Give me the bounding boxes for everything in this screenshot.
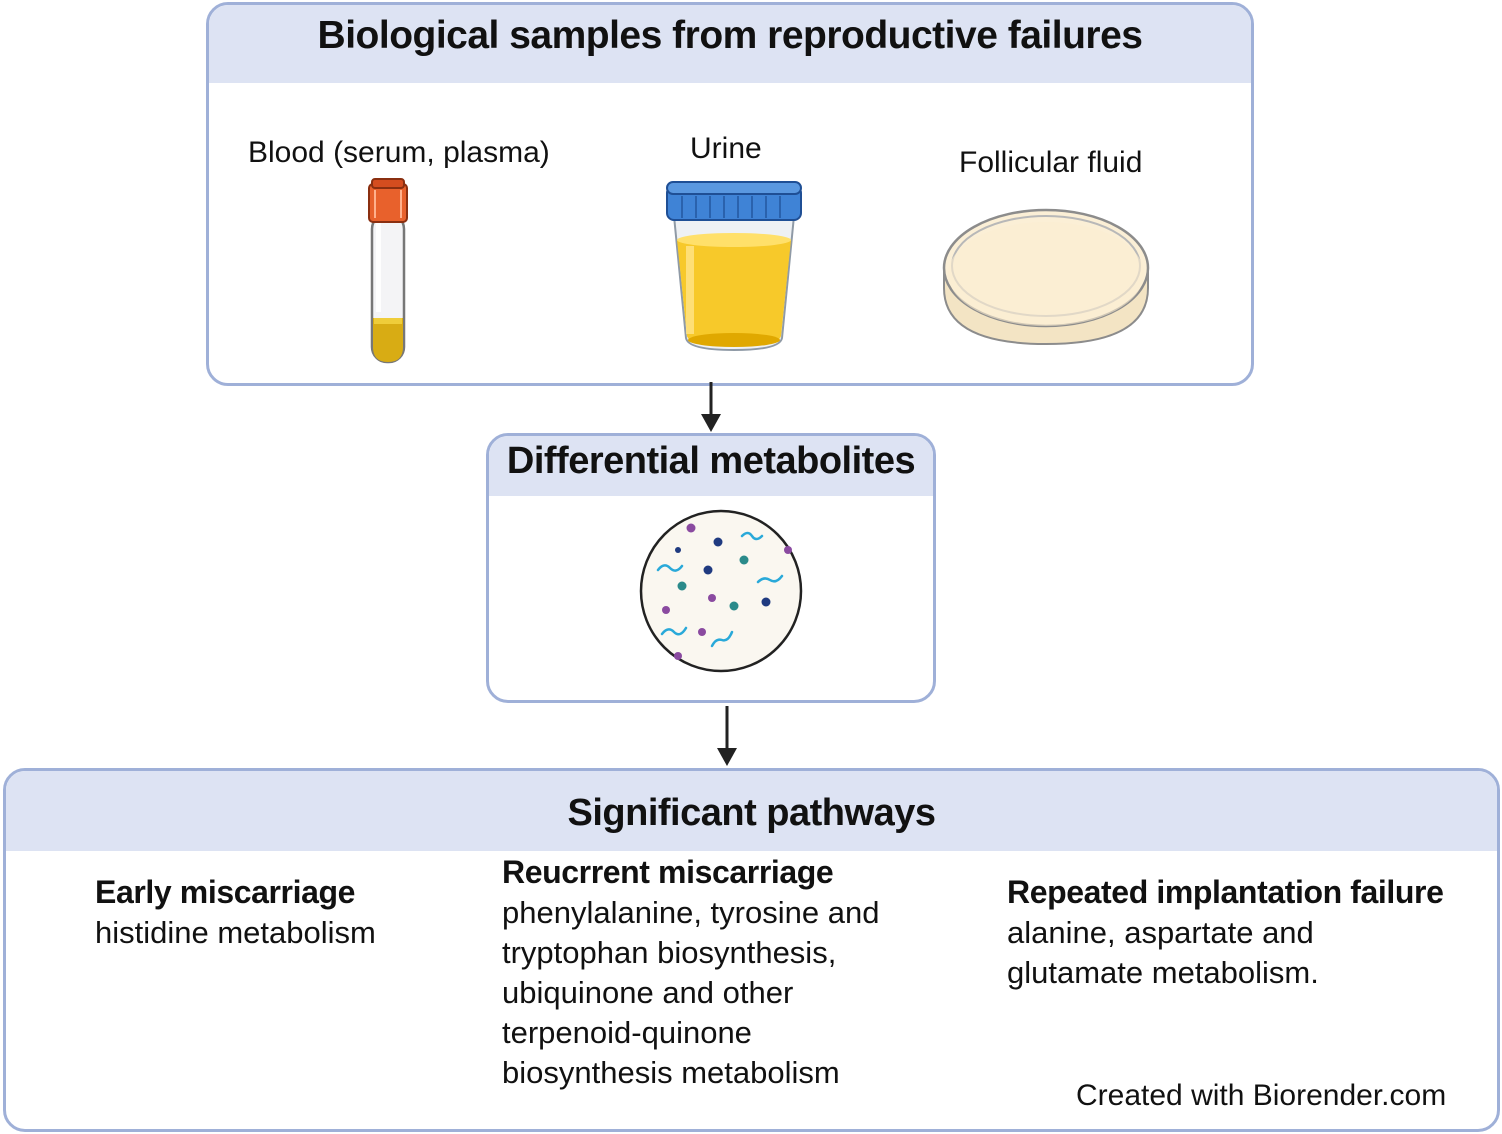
blood-tube-icon [368,178,408,364]
pathway-title-repeated-implantation-failure: Repeated implantation failure [1007,874,1444,910]
pathway-title-recurrent-miscarriage: Reucrrent miscarriage [502,854,834,890]
pathway-desc-early-miscarriage: histidine metabolism [95,915,376,950]
petri-dish-icon [942,208,1150,346]
samples-panel-title: Biological samples from reproductive fai… [209,5,1251,83]
pathway-desc-recurrent-miscarriage: phenylalanine, tyrosine and tryptophan b… [502,895,880,1090]
arrow-down-icon [701,382,721,432]
urine-cup-icon [666,181,802,352]
pathways-panel: Significant pathways [3,768,1500,1132]
credit-text: Created with Biorender.com [1076,1079,1447,1112]
pathway-title-early-miscarriage: Early miscarriage [95,874,356,910]
arrow-down-icon [717,706,737,766]
pathways-panel-title: Significant pathways [6,771,1497,851]
metabolites-panel-title: Differential metabolites [489,436,933,496]
metabolites-circle-icon [639,509,803,673]
sample-label-blood: Blood (serum, plasma) [248,136,550,169]
pathway-desc-repeated-implantation-failure: alanine, aspartate and glutamate metabol… [1007,915,1319,990]
sample-label-follicular-fluid: Follicular fluid [959,146,1143,179]
sample-label-urine: Urine [690,132,762,165]
